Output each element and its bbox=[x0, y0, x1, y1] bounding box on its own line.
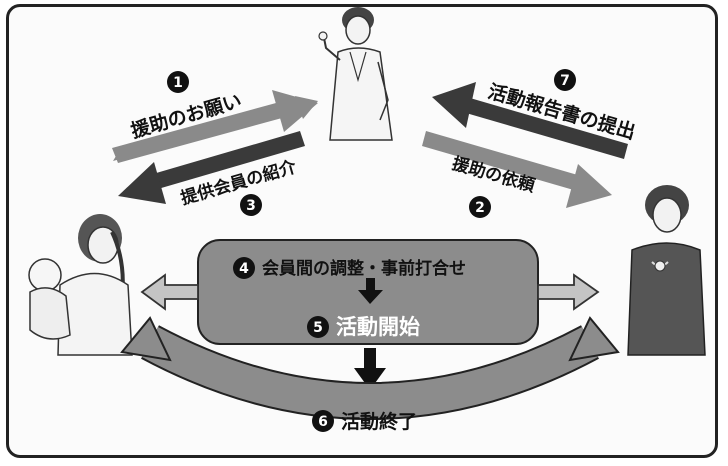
arrow-introduction bbox=[118, 131, 305, 204]
step-4-badge bbox=[233, 257, 255, 279]
box-down-arrow bbox=[354, 348, 386, 390]
step-3-badge bbox=[240, 194, 262, 216]
step-4: 4 会員間の調整・事前打合せ bbox=[233, 257, 466, 279]
box-side-arrows bbox=[140, 273, 600, 311]
step-6: 6 活動終了 bbox=[312, 410, 417, 433]
arrow-request bbox=[112, 90, 318, 163]
arrow-report bbox=[432, 82, 628, 159]
step-4-label: 会員間の調整・事前打合せ bbox=[262, 258, 466, 279]
step-2-badge bbox=[469, 196, 491, 218]
step-6-label: 活動終了 bbox=[341, 410, 417, 433]
step-6-badge bbox=[312, 410, 334, 432]
step-2-number: 2 bbox=[475, 200, 485, 216]
requester-figure bbox=[28, 214, 133, 356]
step-7-badge bbox=[554, 69, 576, 91]
bottom-curved-band bbox=[120, 316, 620, 420]
step-6-number: 6 bbox=[318, 414, 328, 430]
step-1-number: 1 bbox=[173, 75, 183, 91]
step-5: 5 活動開始 bbox=[307, 315, 420, 339]
step-5-number: 5 bbox=[313, 320, 323, 336]
step-3-number: 3 bbox=[246, 198, 256, 214]
step-4-number: 4 bbox=[239, 261, 249, 277]
box-inner-down-arrow bbox=[358, 278, 383, 304]
step-7-number: 7 bbox=[560, 73, 570, 89]
provider-figure bbox=[627, 185, 706, 356]
step-5-label: 活動開始 bbox=[336, 315, 420, 339]
step-1-badge bbox=[167, 71, 189, 93]
arrow-commission bbox=[422, 131, 612, 208]
step-5-badge bbox=[307, 316, 329, 338]
coordinator-figure bbox=[318, 7, 393, 141]
